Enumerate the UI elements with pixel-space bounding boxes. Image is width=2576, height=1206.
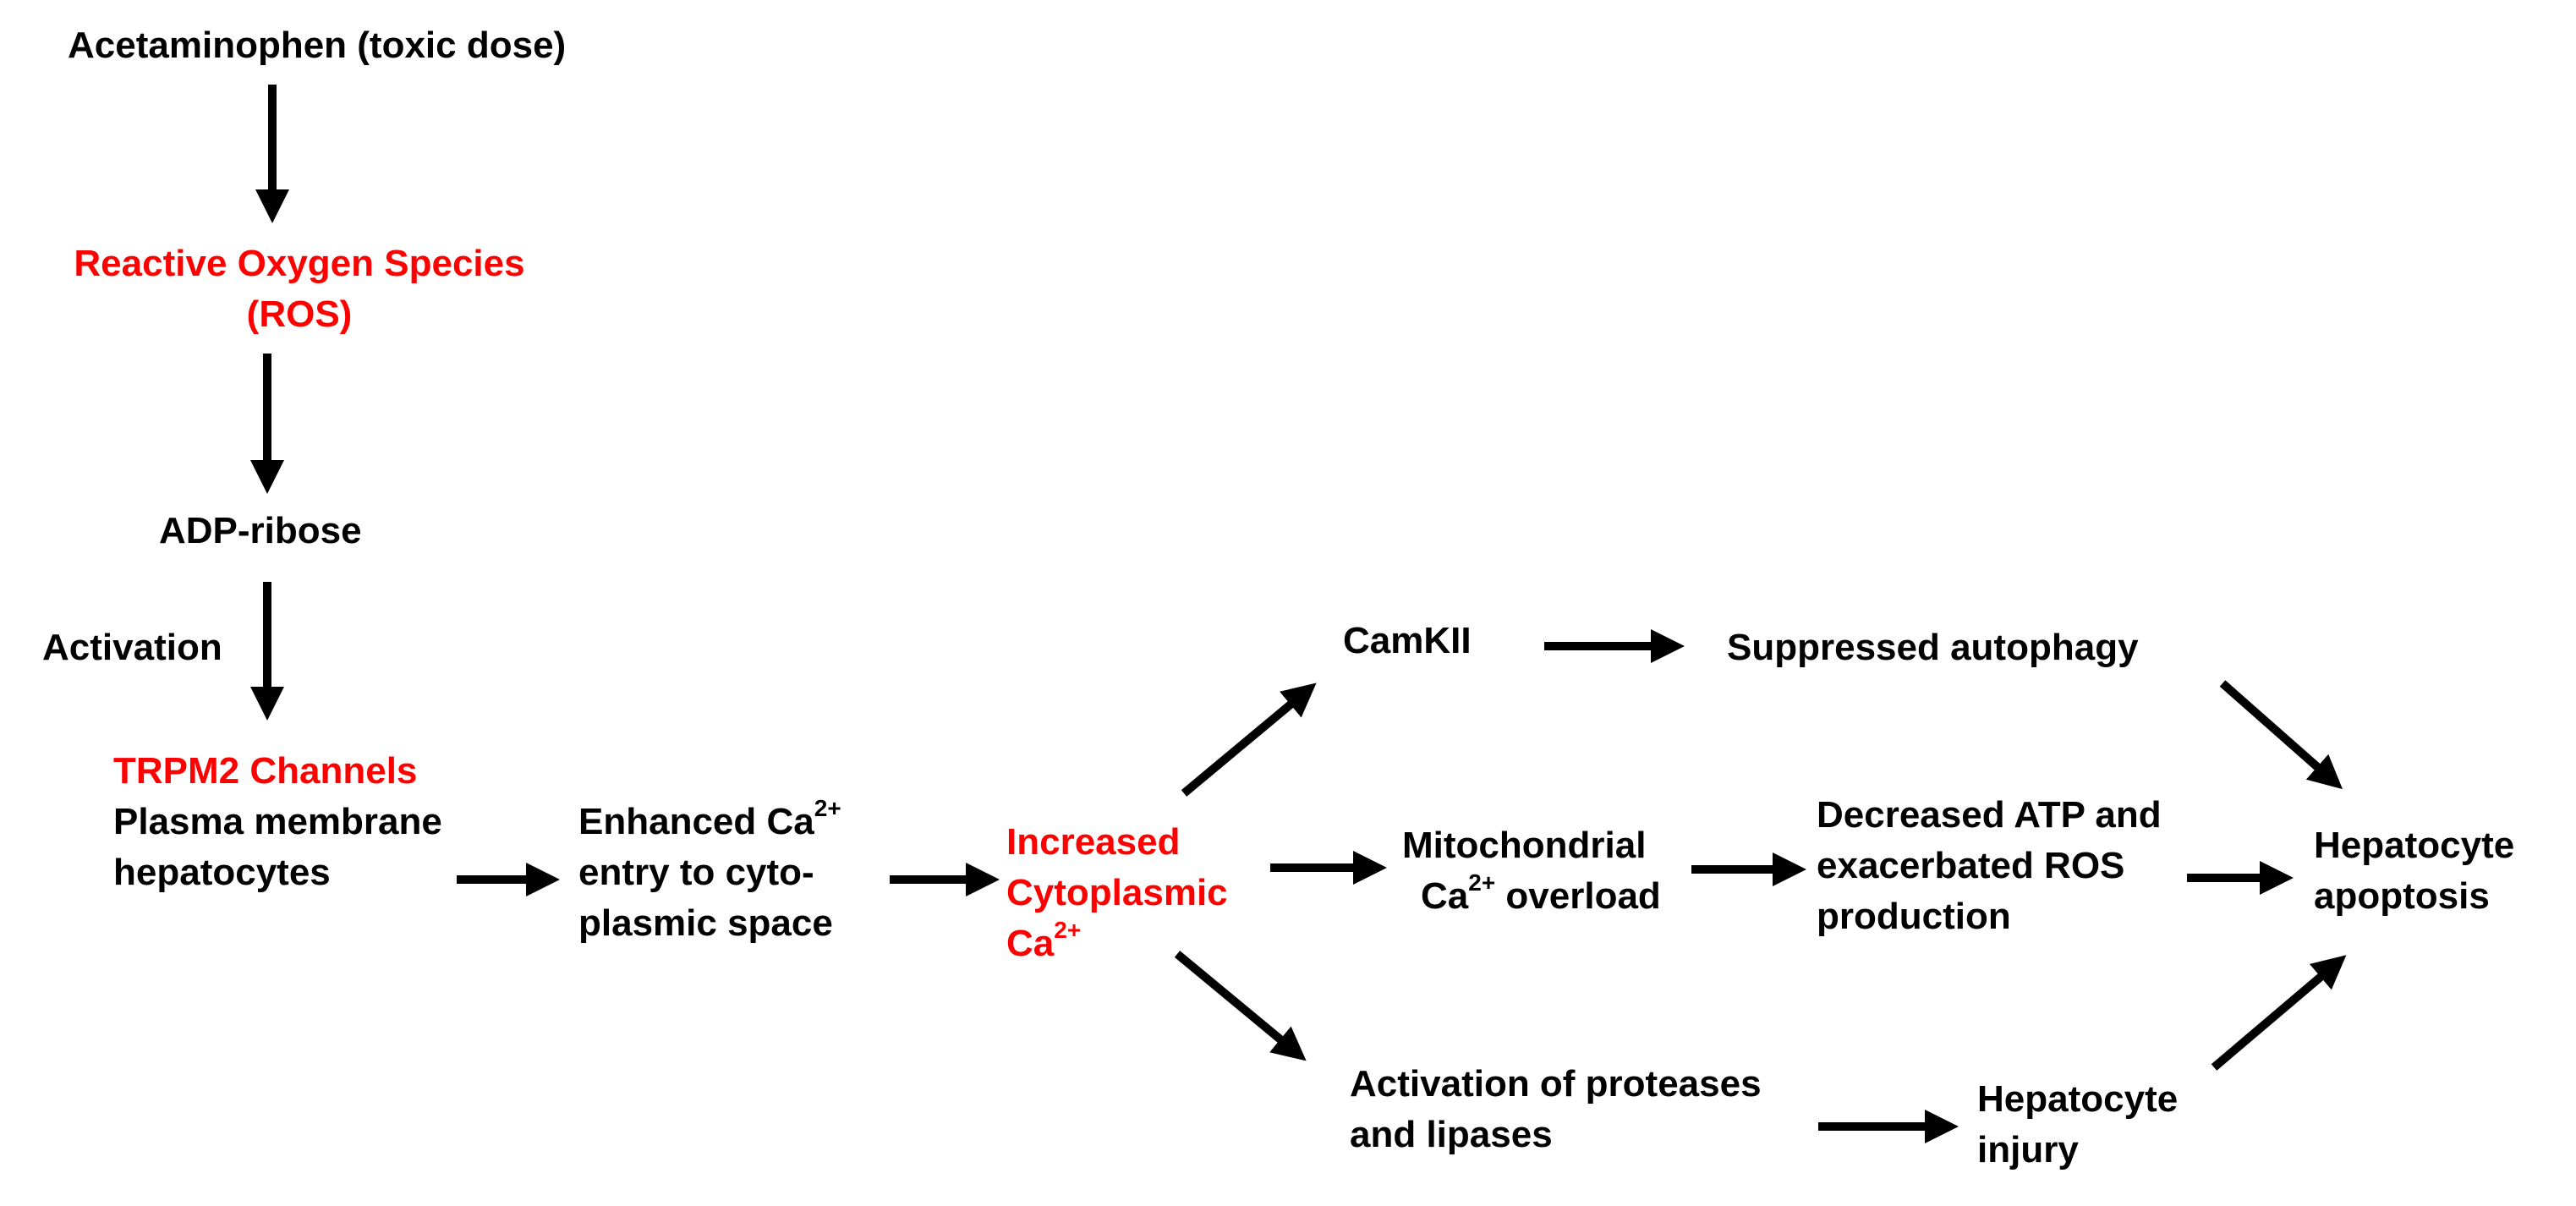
node-enhanced-ca-entry: Enhanced Ca2+ entry to cyto- plasmic spa… [578, 797, 841, 949]
node-increased-ca-line3: Ca [1006, 923, 1055, 964]
arrow-increased-ca-to-camkii [1181, 682, 1317, 797]
node-activation-label: Activation [42, 622, 222, 673]
node-activation-of-proteases: Activation of proteases and lipases [1350, 1059, 1762, 1160]
node-camkii-label: CamKII [1343, 620, 1472, 661]
node-apoptosis-line1: Hepatocyte [2314, 825, 2515, 866]
node-mitochondrial-overload-text: overload [1495, 875, 1661, 917]
node-plasma-membrane-line2: hepatocytes [113, 852, 331, 893]
node-increased-ca-line1: Increased [1006, 821, 1181, 863]
node-decreased-atp: Decreased ATP and exacerbated ROS produc… [1817, 790, 2162, 942]
node-ros-label-line2: (ROS) [246, 293, 353, 335]
ca-superscript: 2+ [814, 795, 841, 821]
arrow-suppressed-autophagy-to-apoptosis [2219, 680, 2343, 790]
node-acetaminophen-label: Acetaminophen (toxic dose) [68, 25, 567, 66]
node-ros-label-line1: Reactive Oxygen Species [74, 243, 525, 284]
node-trpm2-channels: TRPM2 Channels Plasma membrane hepatocyt… [113, 746, 442, 898]
node-suppressed-autophagy-label: Suppressed autophagy [1727, 627, 2139, 668]
node-injury-line1: Hepatocyte [1977, 1078, 2179, 1120]
node-increased-cytoplasmic-ca: Increased Cytoplasmic Ca2+ [1006, 817, 1228, 969]
activation-label-text: Activation [42, 627, 222, 668]
node-mitochondrial-ca-overload: Mitochondrial Ca2+ overload [1402, 820, 1661, 922]
arrow-increased-ca-to-proteases [1174, 951, 1307, 1061]
ca-superscript: 2+ [1468, 869, 1496, 896]
node-hepatocyte-injury: Hepatocyte injury [1977, 1074, 2178, 1176]
arrow-injury-to-apoptosis [2211, 955, 2347, 1071]
node-apoptosis-line2: apoptosis [2314, 875, 2490, 917]
node-trpm2-label: TRPM2 Channels [113, 750, 418, 792]
node-enhanced-ca-line1: Enhanced Ca [578, 801, 814, 842]
node-acetaminophen: Acetaminophen (toxic dose) [68, 20, 566, 71]
node-mitochondrial-line1: Mitochondrial [1402, 825, 1647, 866]
node-decreased-atp-line3: production [1817, 896, 2011, 937]
node-adp-ribose: ADP-ribose [159, 506, 362, 556]
node-adp-ribose-label: ADP-ribose [159, 510, 362, 551]
node-hepatocyte-apoptosis: Hepatocyte apoptosis [2314, 820, 2514, 922]
ca-superscript: 2+ [1054, 917, 1082, 943]
node-decreased-atp-line2: exacerbated ROS [1817, 845, 2125, 886]
node-injury-line2: injury [1977, 1129, 2079, 1170]
node-increased-ca-line2: Cytoplasmic [1006, 872, 1228, 913]
node-reactive-oxygen-species: Reactive Oxygen Species (ROS) [44, 238, 555, 340]
node-camkii: CamKII [1343, 616, 1472, 666]
node-mitochondrial-ca-text: Ca [1421, 875, 1469, 917]
node-proteases-line1: Activation of proteases [1350, 1063, 1762, 1105]
node-plasma-membrane-line1: Plasma membrane [113, 801, 442, 842]
node-enhanced-ca-line2: entry to cyto- [578, 852, 814, 893]
node-enhanced-ca-line3: plasmic space [578, 902, 833, 944]
node-suppressed-autophagy: Suppressed autophagy [1727, 622, 2139, 673]
node-decreased-atp-line1: Decreased ATP and [1817, 794, 2162, 836]
node-proteases-line2: and lipases [1350, 1114, 1553, 1155]
